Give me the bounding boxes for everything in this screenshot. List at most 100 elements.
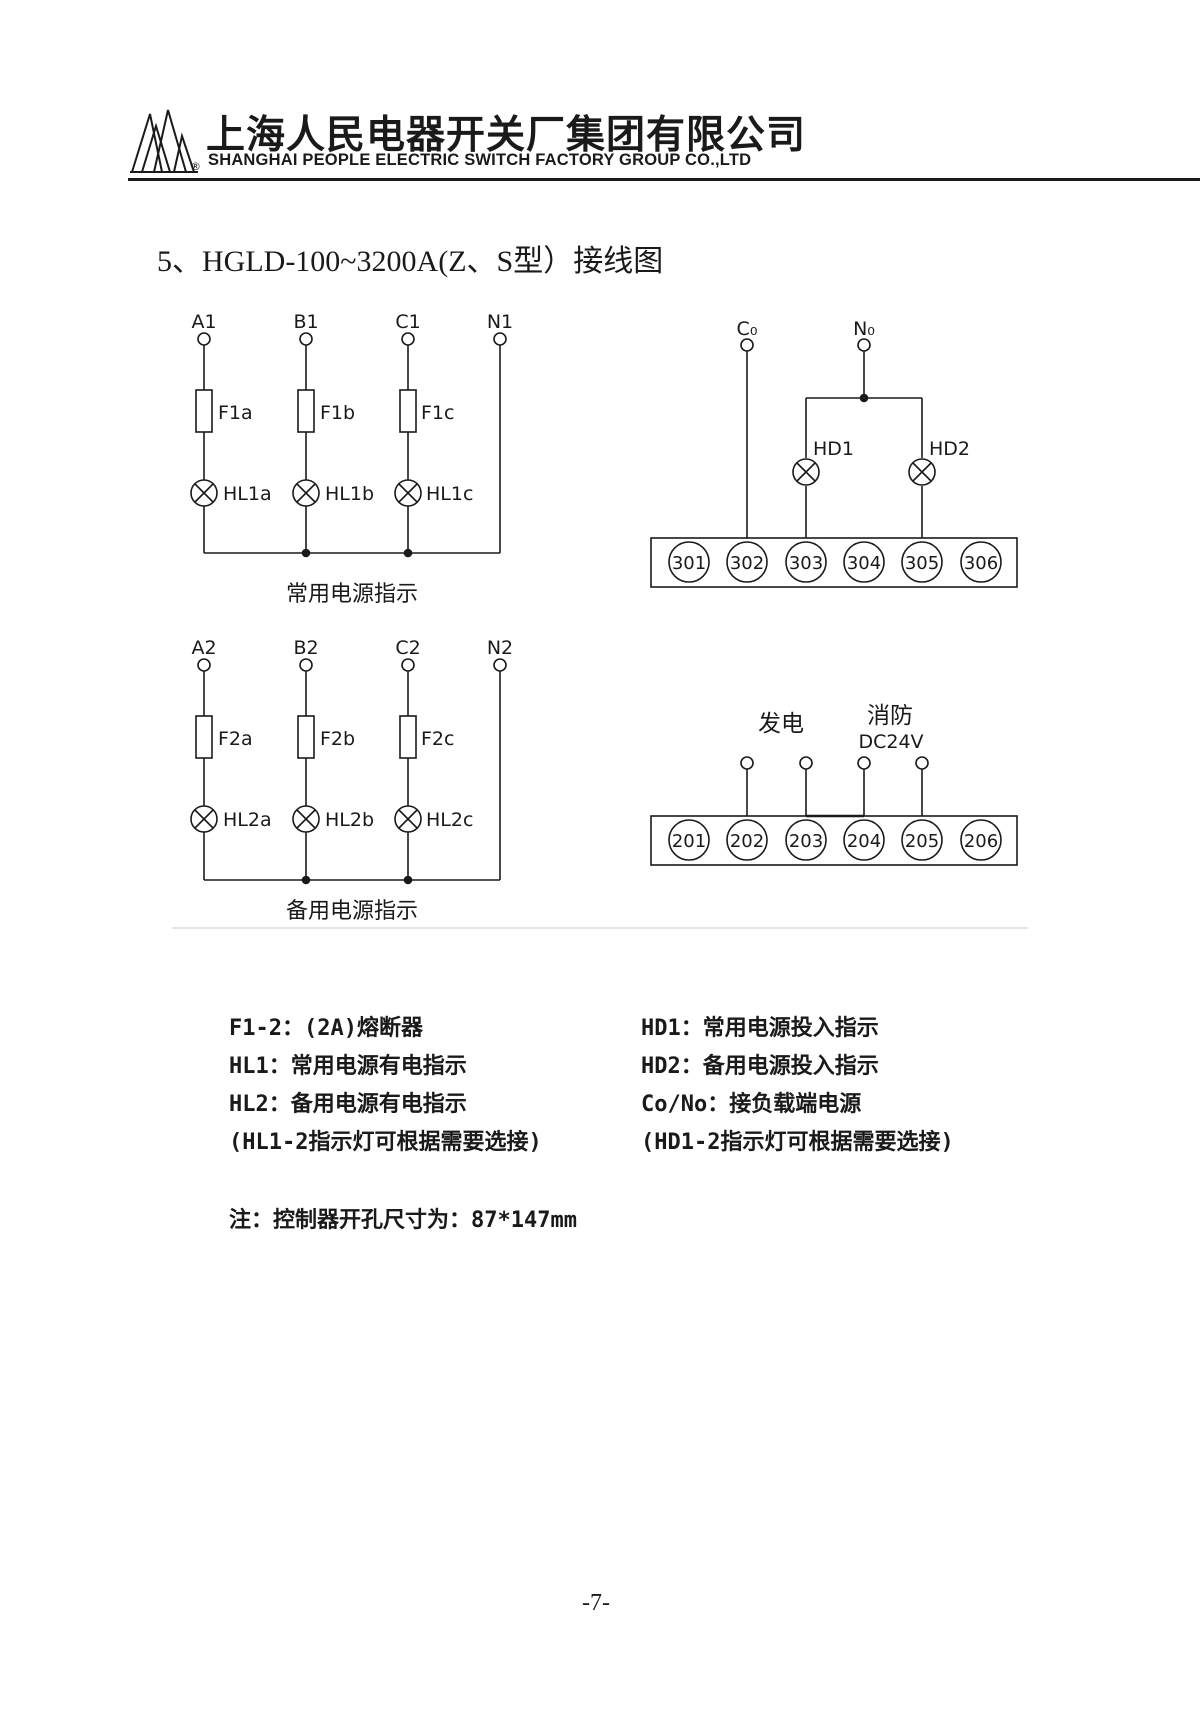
page-header: 上海人民电器开关厂集团有限公司 ® SHANGHAI PEOPLE ELECTR…	[0, 0, 1200, 190]
lamp-label: HD2	[929, 438, 970, 460]
registered-mark: ®	[190, 160, 201, 173]
terminal-label: B1	[293, 311, 318, 333]
indicator-lamp-icon	[190, 479, 218, 507]
indicator-lamp-icon	[292, 479, 320, 507]
terminal-number: 205	[905, 831, 939, 852]
lamp-label: HD1	[813, 438, 854, 460]
terminal-n0-icon	[857, 338, 871, 352]
lamp-label: HL1b	[325, 483, 374, 505]
terminal-number: 203	[789, 831, 823, 852]
lamp-label: HL2c	[426, 809, 473, 831]
fuse-icon	[399, 715, 417, 759]
terminal-screw-icon	[960, 819, 1002, 861]
fuse-label: F1b	[320, 402, 355, 424]
legend-left-line: HL1：常用电源有电指示	[229, 1054, 467, 1079]
junction-dot	[403, 875, 413, 885]
junction-dot	[301, 548, 311, 558]
legend-left-line: (HL1-2指示灯可根据需要选接)	[229, 1130, 542, 1155]
terminal-block-300	[650, 338, 1018, 588]
indicator-lamp-icon	[908, 458, 936, 486]
terminal-screw-icon	[726, 819, 768, 861]
terminal-screw-icon	[668, 541, 710, 583]
normal-power-circuit	[190, 332, 507, 554]
indicator-lamp-icon	[394, 479, 422, 507]
fuse-icon	[195, 389, 213, 433]
company-name-en: SHANGHAI PEOPLE ELECTRIC SWITCH FACTORY …	[208, 151, 752, 169]
page-number: -7-	[582, 1590, 610, 1616]
company-name-cn: 上海人民电器开关厂集团有限公司	[206, 113, 807, 158]
terminal-screw-icon	[785, 541, 827, 583]
terminal-label: N1	[487, 311, 513, 333]
terminal-number: 306	[964, 553, 998, 574]
terminal-screw-icon	[901, 819, 943, 861]
terminal-c0-icon	[740, 338, 754, 352]
terminal-number: 304	[847, 553, 881, 574]
lamp-label: HL1a	[223, 483, 272, 505]
terminal-a1-icon	[197, 332, 211, 346]
indicator-lamp-icon	[394, 805, 422, 833]
terminal-input-icon	[799, 756, 813, 770]
terminal-label: C2	[395, 637, 420, 659]
section-title: 5、HGLD-100~3200A(Z、S型）接线图	[157, 245, 664, 278]
lamp-label: HL2a	[223, 809, 272, 831]
terminal-screw-icon	[785, 819, 827, 861]
terminal-label: C₀	[737, 318, 758, 340]
terminal-number: 204	[847, 831, 881, 852]
junction-dot	[301, 875, 311, 885]
terminal-screw-icon	[843, 819, 885, 861]
diagram-caption: 常用电源指示	[286, 582, 418, 607]
junction-dot	[403, 548, 413, 558]
terminal-c2-icon	[401, 658, 415, 672]
fuse-label: F2b	[320, 728, 355, 750]
terminal-screw-icon	[726, 541, 768, 583]
terminal-label: B2	[293, 637, 318, 659]
label-generate: 发电	[758, 711, 804, 737]
lamp-label: HL2b	[325, 809, 374, 831]
fuse-icon	[195, 715, 213, 759]
legend-left-line: HL2：备用电源有电指示	[229, 1092, 467, 1117]
header-divider	[128, 178, 1200, 181]
legend-left-line: F1-2：(2A)熔断器	[229, 1016, 423, 1041]
indicator-lamp-icon	[792, 458, 820, 486]
lamp-label: HL1c	[426, 483, 473, 505]
terminal-n2-icon	[493, 658, 507, 672]
terminal-number: 303	[789, 553, 823, 574]
legend-right-line: HD2：备用电源投入指示	[641, 1054, 879, 1079]
terminal-c1-icon	[401, 332, 415, 346]
terminal-number: 206	[964, 831, 998, 852]
terminal-screw-icon	[668, 819, 710, 861]
fuse-icon	[399, 389, 417, 433]
fuse-label: F1c	[421, 402, 454, 424]
cutout-note: 注：控制器开孔尺寸为：87*147mm	[229, 1208, 577, 1233]
terminal-number: 302	[730, 553, 764, 574]
fuse-icon	[297, 715, 315, 759]
terminal-screw-icon	[843, 541, 885, 583]
terminal-number: 201	[672, 831, 706, 852]
junction-dot	[859, 393, 869, 403]
terminal-b2-icon	[299, 658, 313, 672]
terminal-input-icon	[915, 756, 929, 770]
diagram-caption: 备用电源指示	[286, 899, 418, 924]
terminal-label: A2	[191, 637, 216, 659]
company-logo-icon	[130, 109, 198, 173]
legend-right-line: (HD1-2指示灯可根据需要选接)	[641, 1130, 954, 1155]
standby-power-circuit	[190, 658, 507, 881]
label-voltage: DC24V	[858, 731, 923, 753]
terminal-b1-icon	[299, 332, 313, 346]
fuse-label: F2a	[218, 728, 253, 750]
wiring-diagram: A1 B1 C1 N1 F1a F1b F1c HL1a HL1b HL1c 常…	[172, 311, 1028, 929]
legend-right-line: Co/No：接负载端电源	[641, 1092, 862, 1117]
legend-right-line: HD1：常用电源投入指示	[641, 1016, 879, 1041]
terminal-label: N2	[487, 637, 513, 659]
terminal-block-200	[650, 756, 1018, 866]
terminal-label: N₀	[853, 318, 875, 340]
terminal-screw-icon	[960, 541, 1002, 583]
fuse-icon	[297, 389, 315, 433]
terminal-label: C1	[395, 311, 420, 333]
terminal-number: 301	[672, 553, 706, 574]
terminal-number: 202	[730, 831, 764, 852]
terminal-screw-icon	[901, 541, 943, 583]
terminal-input-icon	[740, 756, 754, 770]
terminal-label: A1	[191, 311, 216, 333]
fuse-label: F1a	[218, 402, 253, 424]
